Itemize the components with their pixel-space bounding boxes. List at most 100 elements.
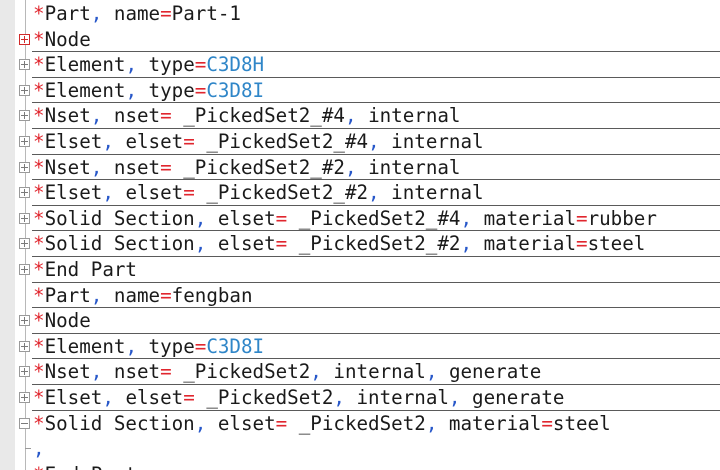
code-token: _PickedSet2_#4	[194, 130, 369, 153]
code-token: ,	[310, 360, 322, 384]
fold-expand-icon[interactable]	[19, 136, 30, 147]
code-token: _PickedSet2_#4	[171, 104, 345, 128]
code-token: C3D8I	[206, 78, 265, 102]
code-line[interactable]: *Element, type=C3D8I	[0, 78, 720, 104]
code-line[interactable]: *Solid Section, elset= _PickedSet2_#2, m…	[0, 231, 720, 257]
code-line[interactable]: *Part, name=fengban	[0, 283, 720, 309]
code-line[interactable]: *Elset, elset= _PickedSet2_#4, internal	[0, 129, 720, 155]
fold-expand-icon[interactable]	[19, 161, 30, 173]
code-token: ,	[90, 360, 103, 384]
fold-collapse-icon[interactable]	[19, 417, 30, 429]
code-line[interactable]: *Solid Section, elset= _PickedSet2_#4, m…	[0, 206, 720, 232]
fold-expand-icon[interactable]	[19, 110, 30, 122]
code-token: nset	[102, 360, 161, 384]
code-token: Element	[44, 78, 126, 102]
code-token: ,	[368, 181, 380, 205]
code-line[interactable]: ,	[0, 436, 720, 462]
code-line[interactable]: *Nset, nset= _PickedSet2_#2, internal	[0, 155, 720, 181]
code-token: internal	[356, 104, 461, 128]
code-line[interactable]: *Part, name=Part-1	[0, 1, 720, 27]
fold-expand-icon[interactable]	[19, 392, 30, 403]
code-token: ,	[125, 53, 137, 77]
code-token: Solid Section	[44, 206, 195, 230]
code-text: *Node	[33, 308, 91, 334]
code-token: *	[33, 155, 45, 179]
fold-expand-icon[interactable]	[19, 59, 30, 71]
fold-expand-icon[interactable]	[19, 366, 30, 378]
code-token: internal	[379, 130, 484, 153]
code-token: elset	[206, 232, 276, 256]
code-token: *	[33, 53, 45, 77]
code-token: internal	[344, 386, 449, 409]
code-token: =	[183, 181, 195, 205]
code-token: *	[33, 206, 45, 230]
code-token: _PickedSet2	[194, 386, 334, 409]
code-token: ,	[460, 206, 473, 230]
code-line[interactable]: *Nset, nset= _PickedSet2_#4, internal	[0, 103, 720, 129]
code-token: Solid Section	[44, 232, 195, 256]
code-token: ,	[125, 78, 137, 102]
code-token: ,	[194, 411, 207, 435]
fold-guide-line	[25, 0, 26, 470]
code-line[interactable]: *Elset, elset= _PickedSet2, internal, ge…	[0, 385, 720, 411]
code-token: =	[194, 53, 207, 77]
code-token: Element	[44, 53, 126, 77]
code-token: *	[33, 258, 45, 281]
code-token: C3D8I	[206, 334, 265, 358]
code-text: *Element, type=C3D8I	[33, 334, 264, 360]
code-token: material	[472, 232, 576, 256]
code-line[interactable]: *Element, type=C3D8I	[0, 334, 720, 360]
code-text: *Part, name=fengban	[33, 283, 253, 309]
code-text: *End Part	[33, 462, 137, 470]
code-line[interactable]: *Node	[0, 308, 720, 334]
code-token: *	[33, 463, 45, 470]
code-text: *Elset, elset= _PickedSet2_#4, internal	[33, 129, 484, 155]
code-text: *End Part	[33, 257, 137, 283]
code-token: generate	[460, 386, 565, 409]
code-token: Elset	[44, 130, 103, 153]
code-line[interactable]: *Solid Section, elset= _PickedSet2, mate…	[0, 411, 720, 437]
code-line[interactable]: *End Part	[0, 462, 720, 470]
code-token: *	[33, 386, 45, 409]
fold-expand-icon[interactable]	[19, 187, 30, 199]
code-token: *	[33, 2, 45, 25]
code-token: Elset	[44, 386, 103, 409]
fold-expand-icon[interactable]	[19, 84, 30, 96]
code-token: *	[33, 27, 45, 51]
code-token: *	[33, 411, 45, 435]
code-token: =	[275, 232, 288, 256]
code-text: *Nset, nset= _PickedSet2_#4, internal	[33, 103, 460, 129]
code-token: Part	[44, 2, 91, 25]
code-token: nset	[102, 104, 161, 128]
code-token: material	[472, 206, 576, 230]
fold-expand-icon[interactable]	[19, 264, 30, 275]
fold-expand-icon[interactable]	[19, 212, 30, 224]
fold-expand-icon[interactable]	[19, 33, 30, 45]
code-token: ,	[425, 360, 438, 384]
code-token: elset	[113, 386, 184, 409]
code-token: _PickedSet2_#2	[194, 181, 369, 205]
fold-expand-icon[interactable]	[19, 238, 30, 250]
code-text: *Part, name=Part-1	[33, 1, 241, 27]
code-line[interactable]: *Element, type=C3D8H	[0, 52, 720, 78]
code-token: _PickedSet2_#4	[287, 206, 461, 230]
code-line[interactable]: *Nset, nset= _PickedSet2, internal, gene…	[0, 359, 720, 385]
code-line[interactable]: *Elset, elset= _PickedSet2_#2, internal	[0, 180, 720, 206]
code-line[interactable]: *End Part	[0, 257, 720, 283]
code-token: type	[137, 334, 195, 358]
fold-expand-icon[interactable]	[19, 315, 30, 327]
code-token: _PickedSet2	[287, 411, 426, 435]
code-token: =	[160, 360, 172, 384]
code-token: ,	[425, 411, 438, 435]
code-token: Nset	[44, 360, 91, 384]
code-token: ,	[194, 206, 207, 230]
code-token: Node	[44, 309, 91, 333]
code-token: ,	[90, 2, 103, 25]
fold-expand-icon[interactable]	[19, 340, 30, 352]
code-token: internal	[379, 181, 484, 205]
code-token: Node	[44, 27, 91, 51]
code-line[interactable]: *Node	[0, 27, 720, 53]
code-token: =	[160, 2, 172, 25]
code-token: ,	[344, 104, 357, 128]
